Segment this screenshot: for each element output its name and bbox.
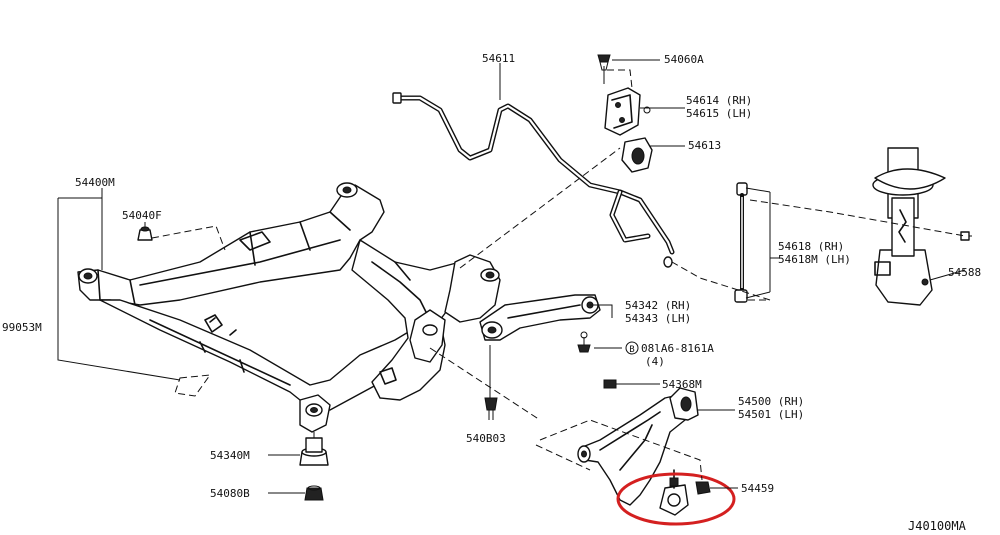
lower-link <box>479 294 601 341</box>
label-54588: 54588 <box>948 266 981 279</box>
highlight-circle <box>616 472 736 526</box>
label-081a6: 08lA6-8161A <box>641 342 714 355</box>
label-54080b: 54080B <box>210 487 250 500</box>
label-54611: 54611 <box>482 52 515 65</box>
label-54340m: 54340M <box>210 449 250 462</box>
stabilizer-link <box>734 182 748 303</box>
stabilizer-bar <box>392 92 675 268</box>
front-subframe <box>77 182 501 433</box>
strut-assembly <box>872 147 970 306</box>
label-54368m: 54368M <box>662 378 702 391</box>
label-54615: 54615 (LH) <box>686 107 752 120</box>
label-54501: 54501 (LH) <box>738 408 804 421</box>
leader-lines <box>57 59 972 494</box>
label-54040f: 54040F <box>122 209 162 222</box>
label-540b03: 540B03 <box>466 432 506 445</box>
label-54342: 54342 (RH) <box>625 299 691 312</box>
label-54459: 54459 <box>741 482 774 495</box>
transverse-link <box>577 387 711 516</box>
fasteners <box>137 226 626 501</box>
circled-b-symbol <box>625 341 639 355</box>
label-54060a: 54060A <box>664 53 704 66</box>
label-54343: 54343 (LH) <box>625 312 691 325</box>
stabilizer-clamp <box>597 54 651 136</box>
label-54613: 54613 <box>688 139 721 152</box>
diagram-code: J40100MA <box>908 519 967 533</box>
label-54614: 54614 (RH) <box>686 94 752 107</box>
label-99053m: 99053M <box>2 321 42 334</box>
label-54618: 54618 (RH) <box>778 240 844 253</box>
label-54400m: 54400M <box>75 176 115 189</box>
label-54618m: 54618M (LH) <box>778 253 851 266</box>
circled-b-letter: B <box>629 345 634 355</box>
stabilizer-bushing <box>621 137 653 173</box>
label-081a6-qty: (4) <box>645 355 665 368</box>
label-54500: 54500 (RH) <box>738 395 804 408</box>
